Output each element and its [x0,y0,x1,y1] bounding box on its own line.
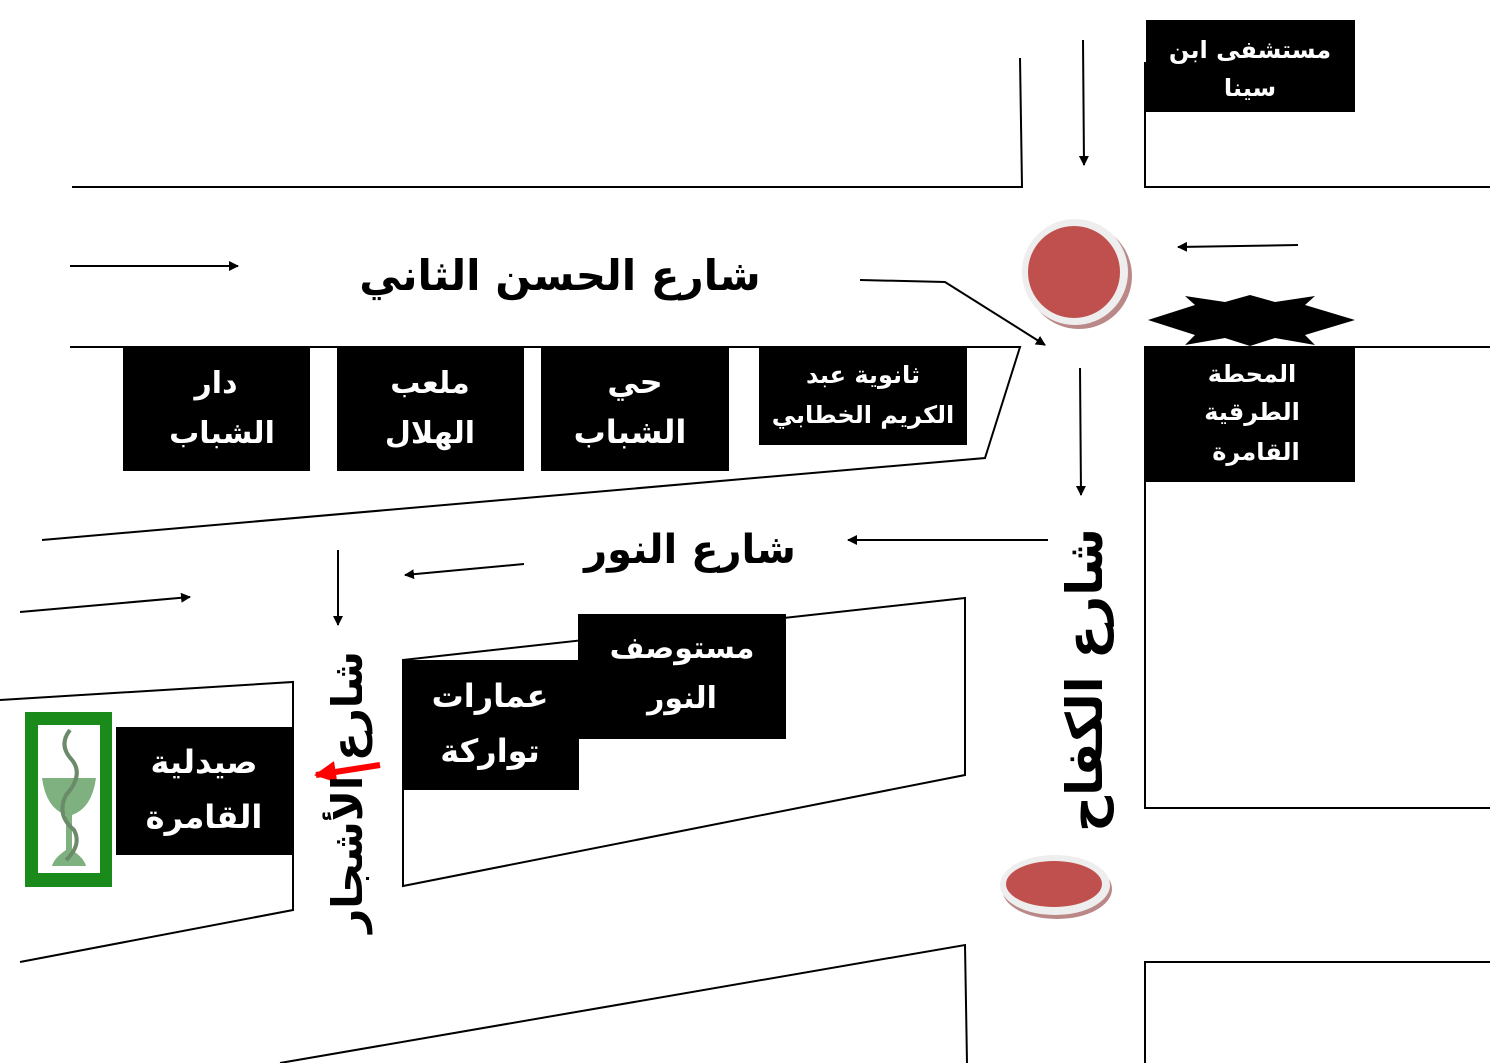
roundabout-bottom [1000,855,1112,919]
arrow-left-icon [404,563,525,580]
arrow-diagonal-icon [859,279,1046,346]
street-label-hassan2: شارع الحسن الثاني [359,251,761,301]
street-label-ashjar: شارع الأشجار [322,651,372,935]
arrow-right-icon [19,592,191,613]
traffic-arrows [19,39,1299,783]
pharmacy-logo-icon [25,712,112,887]
roundabout-top [1022,219,1132,329]
arrow-left-icon [1177,241,1299,252]
street-label-nour: شارع النور [582,527,796,573]
arrow-down-icon [1078,39,1089,166]
red-direction-arrow-icon [314,761,381,783]
street-label-kifah: شارع الكفاح [1056,528,1114,832]
arrow-down-icon [1075,367,1086,496]
starburst-icon [1148,295,1355,346]
